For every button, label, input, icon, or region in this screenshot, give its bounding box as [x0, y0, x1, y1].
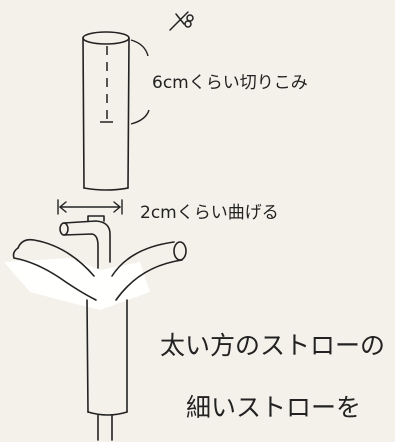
- cut-note-label: 6cmくらい切りこみ: [152, 73, 308, 93]
- tape-patch: [4, 258, 150, 310]
- bottom-note-line1: 太い方のストローの: [160, 331, 385, 360]
- bend-note-label: 2cmくらい曲げる: [140, 203, 279, 223]
- cut-bracket-top: [130, 39, 149, 57]
- thin-straw-bottom: [97, 414, 113, 441]
- left-arm: [12, 238, 97, 301]
- cut-bracket-bottom: [130, 109, 150, 125]
- right-arm: [111, 241, 187, 301]
- thick-straw: [86, 299, 128, 416]
- bend-measure-arrow: [57, 199, 123, 215]
- bent-small-straw: [59, 215, 111, 269]
- scissors-icon: [169, 11, 194, 31]
- bottom-note-line2: 細いストローを: [186, 393, 361, 422]
- top-straw: [82, 31, 130, 191]
